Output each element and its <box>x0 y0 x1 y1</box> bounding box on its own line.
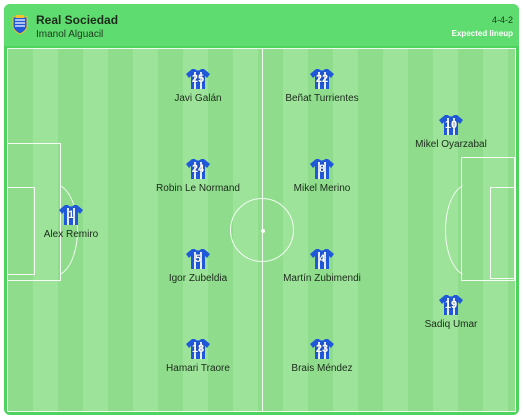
player-name: Brais Méndez <box>291 363 353 374</box>
jersey-number: 19 <box>444 299 458 311</box>
right-goal-area <box>490 187 516 279</box>
player-10[interactable]: 19 Sadiq Umar <box>396 294 506 330</box>
jersey-number: 8 <box>318 163 326 175</box>
center-spot <box>261 229 265 233</box>
player-name: Robin Le Normand <box>156 183 240 194</box>
lineup-type-label: Expected lineup <box>451 29 513 38</box>
formation-label: 4-4-2 <box>491 15 513 25</box>
jersey-icon: 19 <box>438 294 464 316</box>
jersey-icon: 1 <box>58 204 84 226</box>
coach-name: Imanol Alguacil <box>36 29 104 40</box>
jersey-number: 1 <box>67 209 75 221</box>
player-0[interactable]: 1 Alex Remiro <box>16 204 126 240</box>
left-goal-area <box>7 187 35 275</box>
player-4[interactable]: 18 Hamari Traore <box>143 338 253 374</box>
jersey-icon: 25 <box>185 68 211 90</box>
player-6[interactable]: 8 Mikel Merino <box>267 158 377 194</box>
jersey-icon: 18 <box>185 338 211 360</box>
player-name: Hamari Traore <box>166 363 230 374</box>
team-name[interactable]: Real Sociedad <box>36 13 119 27</box>
jersey-icon: 10 <box>438 114 464 136</box>
jersey-number: 24 <box>191 163 205 175</box>
player-9[interactable]: 10 Mikel Oyarzabal <box>396 114 506 150</box>
jersey-icon: 23 <box>309 338 335 360</box>
player-name: Martín Zubimendi <box>283 273 361 284</box>
player-8[interactable]: 23 Brais Méndez <box>267 338 377 374</box>
jersey-icon: 4 <box>309 248 335 270</box>
jersey-icon: 24 <box>185 158 211 180</box>
jersey-number: 25 <box>191 73 205 85</box>
player-name: Mikel Oyarzabal <box>415 139 487 150</box>
center-circle <box>230 198 294 262</box>
player-7[interactable]: 4 Martín Zubimendi <box>267 248 377 284</box>
lineup-header: Real Sociedad Imanol Alguacil 4-4-2 Expe… <box>4 4 519 46</box>
jersey-number: 23 <box>315 343 329 355</box>
player-5[interactable]: 22 Beñat Turrientes <box>267 68 377 104</box>
jersey-icon: 8 <box>309 158 335 180</box>
player-name: Mikel Merino <box>293 183 351 194</box>
player-1[interactable]: 25 Javi Galán <box>143 68 253 104</box>
player-name: Igor Zubeldia <box>168 273 228 284</box>
player-name: Alex Remiro <box>43 229 99 240</box>
player-name: Beñat Turrientes <box>285 93 359 104</box>
player-name: Javi Galán <box>174 93 222 104</box>
jersey-icon: 5 <box>185 248 211 270</box>
pitch <box>7 48 516 412</box>
lineup-card: Real Sociedad Imanol Alguacil 4-4-2 Expe… <box>4 4 519 415</box>
jersey-number: 10 <box>444 119 458 131</box>
jersey-number: 18 <box>191 343 205 355</box>
jersey-icon: 22 <box>309 68 335 90</box>
team-crest-icon <box>12 15 28 35</box>
jersey-number: 4 <box>318 253 326 265</box>
jersey-number: 5 <box>194 253 202 265</box>
player-2[interactable]: 24 Robin Le Normand <box>143 158 253 194</box>
player-3[interactable]: 5 Igor Zubeldia <box>143 248 253 284</box>
jersey-number: 22 <box>315 73 329 85</box>
player-name: Sadiq Umar <box>424 319 478 330</box>
